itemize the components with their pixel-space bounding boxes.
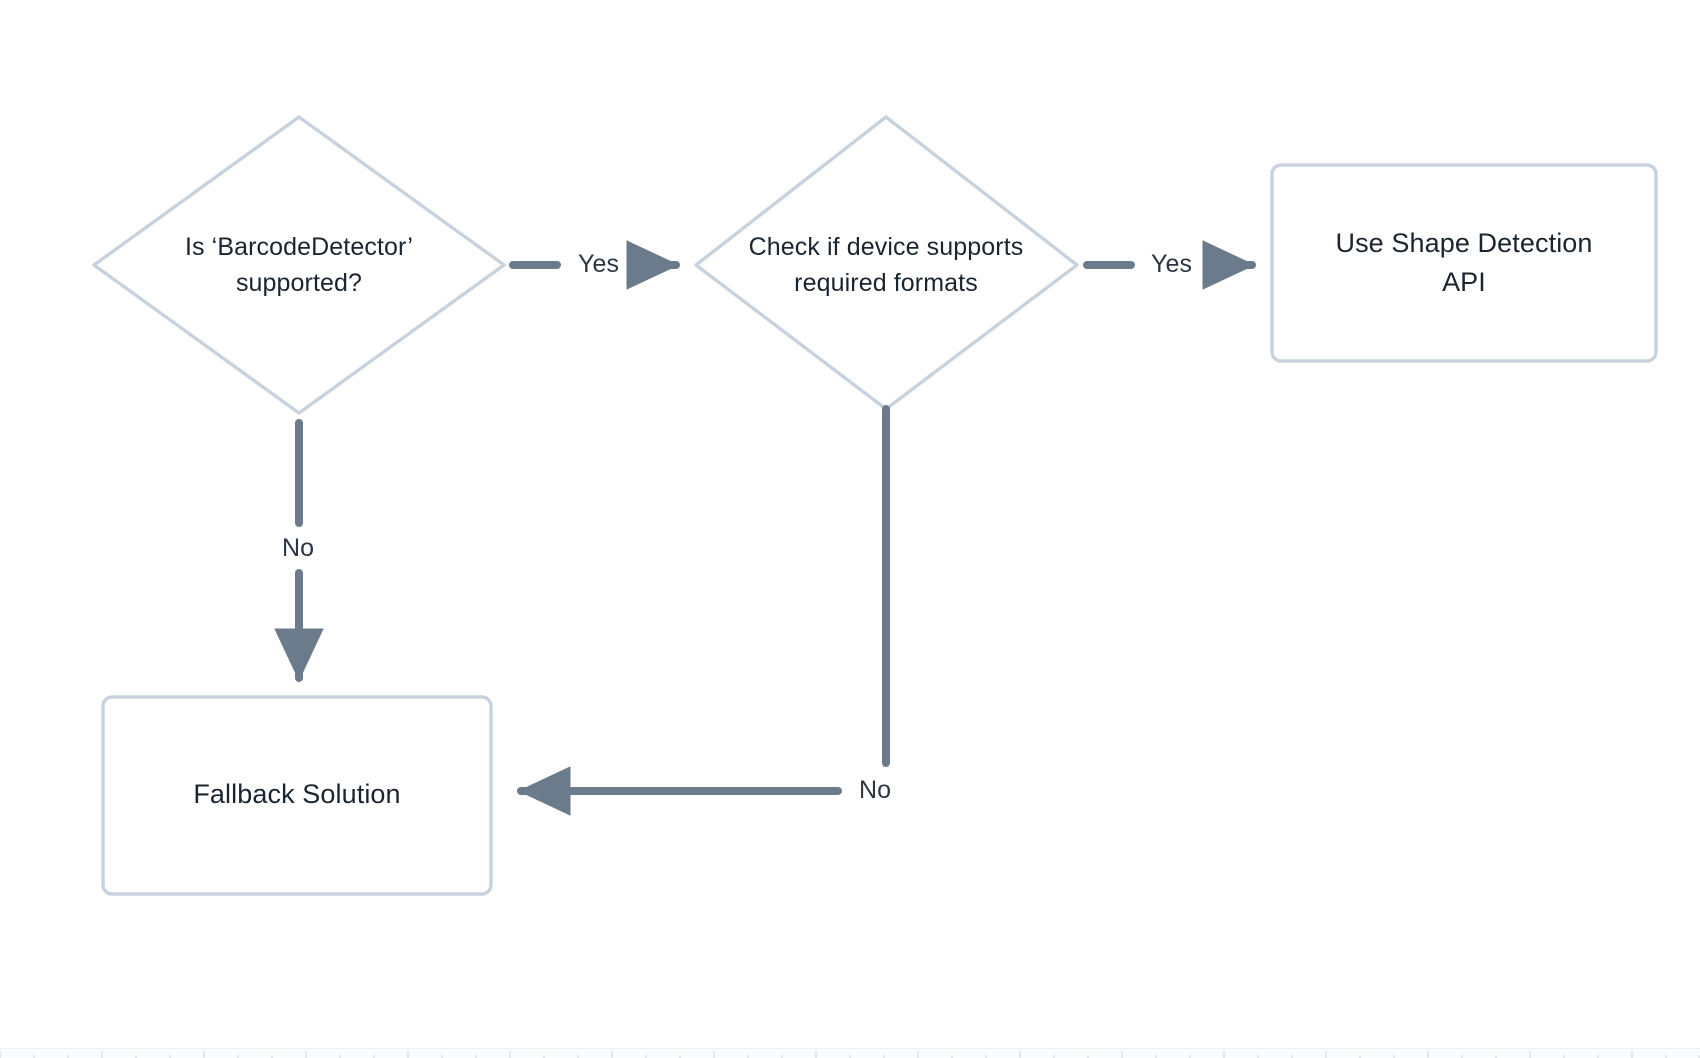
edge-label-yes-n1-n2: Yes bbox=[573, 252, 625, 277]
node-shape-use-shape-detection-api[interactable] bbox=[1270, 163, 1658, 363]
node-shape-decision-device-formats[interactable] bbox=[694, 115, 1079, 411]
ruler-tick-marks bbox=[0, 1051, 1700, 1058]
edge-label-yes-n2-n3: Yes bbox=[1146, 252, 1198, 277]
edge-label-no-n2-n4: No bbox=[854, 778, 897, 803]
edge-label-no-n1-n4: No bbox=[277, 536, 320, 561]
node-shape-fallback-solution[interactable] bbox=[101, 695, 493, 896]
bottom-ruler-strip bbox=[0, 1048, 1700, 1058]
node-shape-decision-barcodedetector[interactable] bbox=[92, 115, 506, 415]
